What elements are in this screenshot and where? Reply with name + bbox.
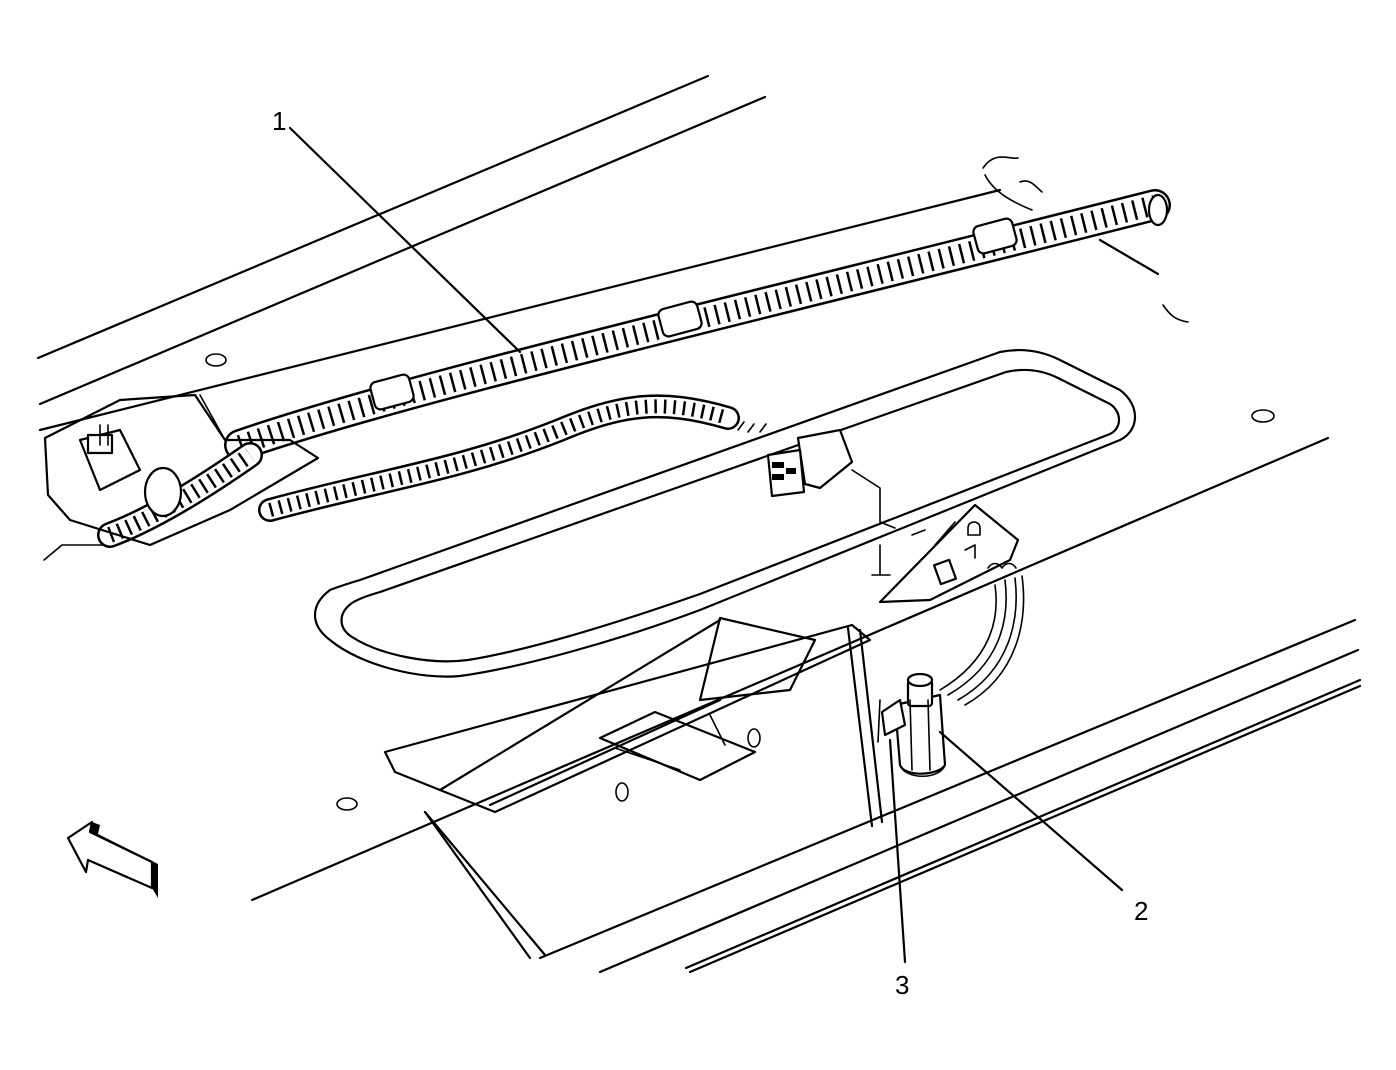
front-direction-arrow-icon xyxy=(66,820,158,898)
callout-3-label: 3 xyxy=(895,970,909,1000)
wiring-harness-branch xyxy=(97,394,740,548)
callout-3-leader xyxy=(888,738,907,964)
left-harness-connector xyxy=(43,393,320,547)
callout-1-leader xyxy=(288,126,522,354)
callout-2-leader xyxy=(938,730,1124,892)
sensor-wires xyxy=(939,575,1025,706)
callout-leaders xyxy=(288,126,1124,964)
roof-panel-outline xyxy=(36,74,1362,974)
switch-connector xyxy=(737,421,896,529)
sunroof-opening-frame xyxy=(314,349,1136,678)
wiring-harness-main xyxy=(224,189,1171,461)
panel-holes xyxy=(205,353,1275,811)
sunroof-tray-housing xyxy=(383,616,884,960)
sunroof-sensor xyxy=(877,672,947,777)
callout-1-label: 1 xyxy=(272,106,286,136)
sunroof-switch-module xyxy=(871,503,1020,604)
callout-2-label: 2 xyxy=(1134,896,1148,926)
